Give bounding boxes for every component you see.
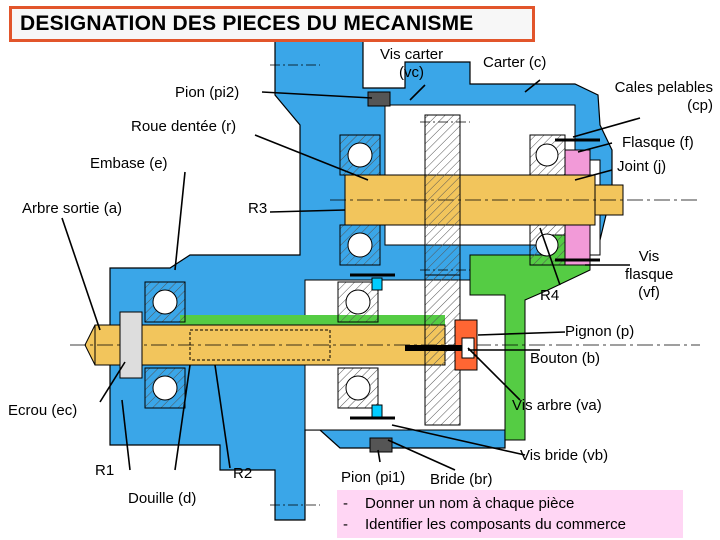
bearing-r4-bottom (529, 224, 566, 266)
bearing-r2-bottom (337, 367, 379, 409)
label-bride: Bride (br) (430, 471, 493, 488)
output-shaft (70, 174, 700, 366)
label-cales-pelables: Cales pelables (cp) (585, 79, 713, 115)
label-vis-flasque-line3: (vf) (638, 284, 660, 301)
label-vis-flasque-line1: Vis (638, 248, 660, 265)
label-vis-bride: Vis bride (vb) (520, 447, 609, 464)
label-vis-flasque: Vis flasque (vf) (625, 248, 673, 302)
label-embase: Embase (e) (90, 155, 168, 172)
label-flasque: Flasque (f) (622, 134, 694, 151)
label-pignon: Pignon (p) (565, 323, 635, 340)
label-joint: Joint (j) (617, 158, 667, 175)
label-pion-pi2: Pion (pi2) (175, 84, 240, 101)
page-title: DESIGNATION DES PIECES DU MECANISME (20, 12, 474, 35)
centerlines (270, 64, 470, 506)
douille (119, 311, 331, 379)
leader-lines (61, 79, 641, 471)
label-cales-line2: (cp) (687, 97, 713, 114)
bearing-r3-bottom (339, 224, 381, 266)
bearings (144, 134, 566, 409)
label-ecrou: Ecrou (ec) (8, 402, 78, 419)
label-vis-carter: Vis carter (vc) (380, 46, 443, 82)
label-vis-arbre: Vis arbre (va) (512, 397, 602, 414)
label-arbre-sortie: Arbre sortie (a) (22, 200, 123, 217)
bearing-r2-top (337, 281, 379, 323)
instruction-1: -Donner un nom à chaque pièce (343, 495, 575, 512)
label-pion-pi1: Pion (pi1) (341, 469, 406, 486)
label-vis-carter-line1: Vis carter (380, 46, 444, 63)
label-vis-flasque-line2: flasque (625, 266, 674, 283)
title-box: DESIGNATION DES PIECES DU MECANISME (9, 6, 535, 42)
bearing-r1-bottom (144, 367, 186, 409)
label-r2: R2 (233, 465, 253, 482)
instruction-2: -Identifier les composants du commerce (343, 516, 626, 533)
instruction-1-text: Donner un nom à chaque pièce (365, 495, 575, 512)
label-vis-carter-line2: (vc) (399, 64, 425, 81)
label-carter: Carter (c) (483, 54, 547, 71)
bearing-r3-top (339, 134, 381, 176)
label-r4: R4 (540, 287, 560, 304)
label-r1: R1 (95, 462, 115, 479)
instructions-box: -Donner un nom à chaque pièce -Identifie… (337, 490, 683, 538)
bearing-r4-top (529, 134, 566, 176)
label-douille: Douille (d) (128, 490, 197, 507)
instruction-2-text: Identifier les composants du commerce (365, 516, 626, 533)
label-cales-line1: Cales pelables (614, 79, 713, 96)
bearing-r1-top (144, 281, 186, 323)
label-bouton: Bouton (b) (530, 350, 601, 367)
label-r3: R3 (248, 200, 268, 217)
label-roue-dentee: Roue dentée (r) (131, 118, 237, 135)
